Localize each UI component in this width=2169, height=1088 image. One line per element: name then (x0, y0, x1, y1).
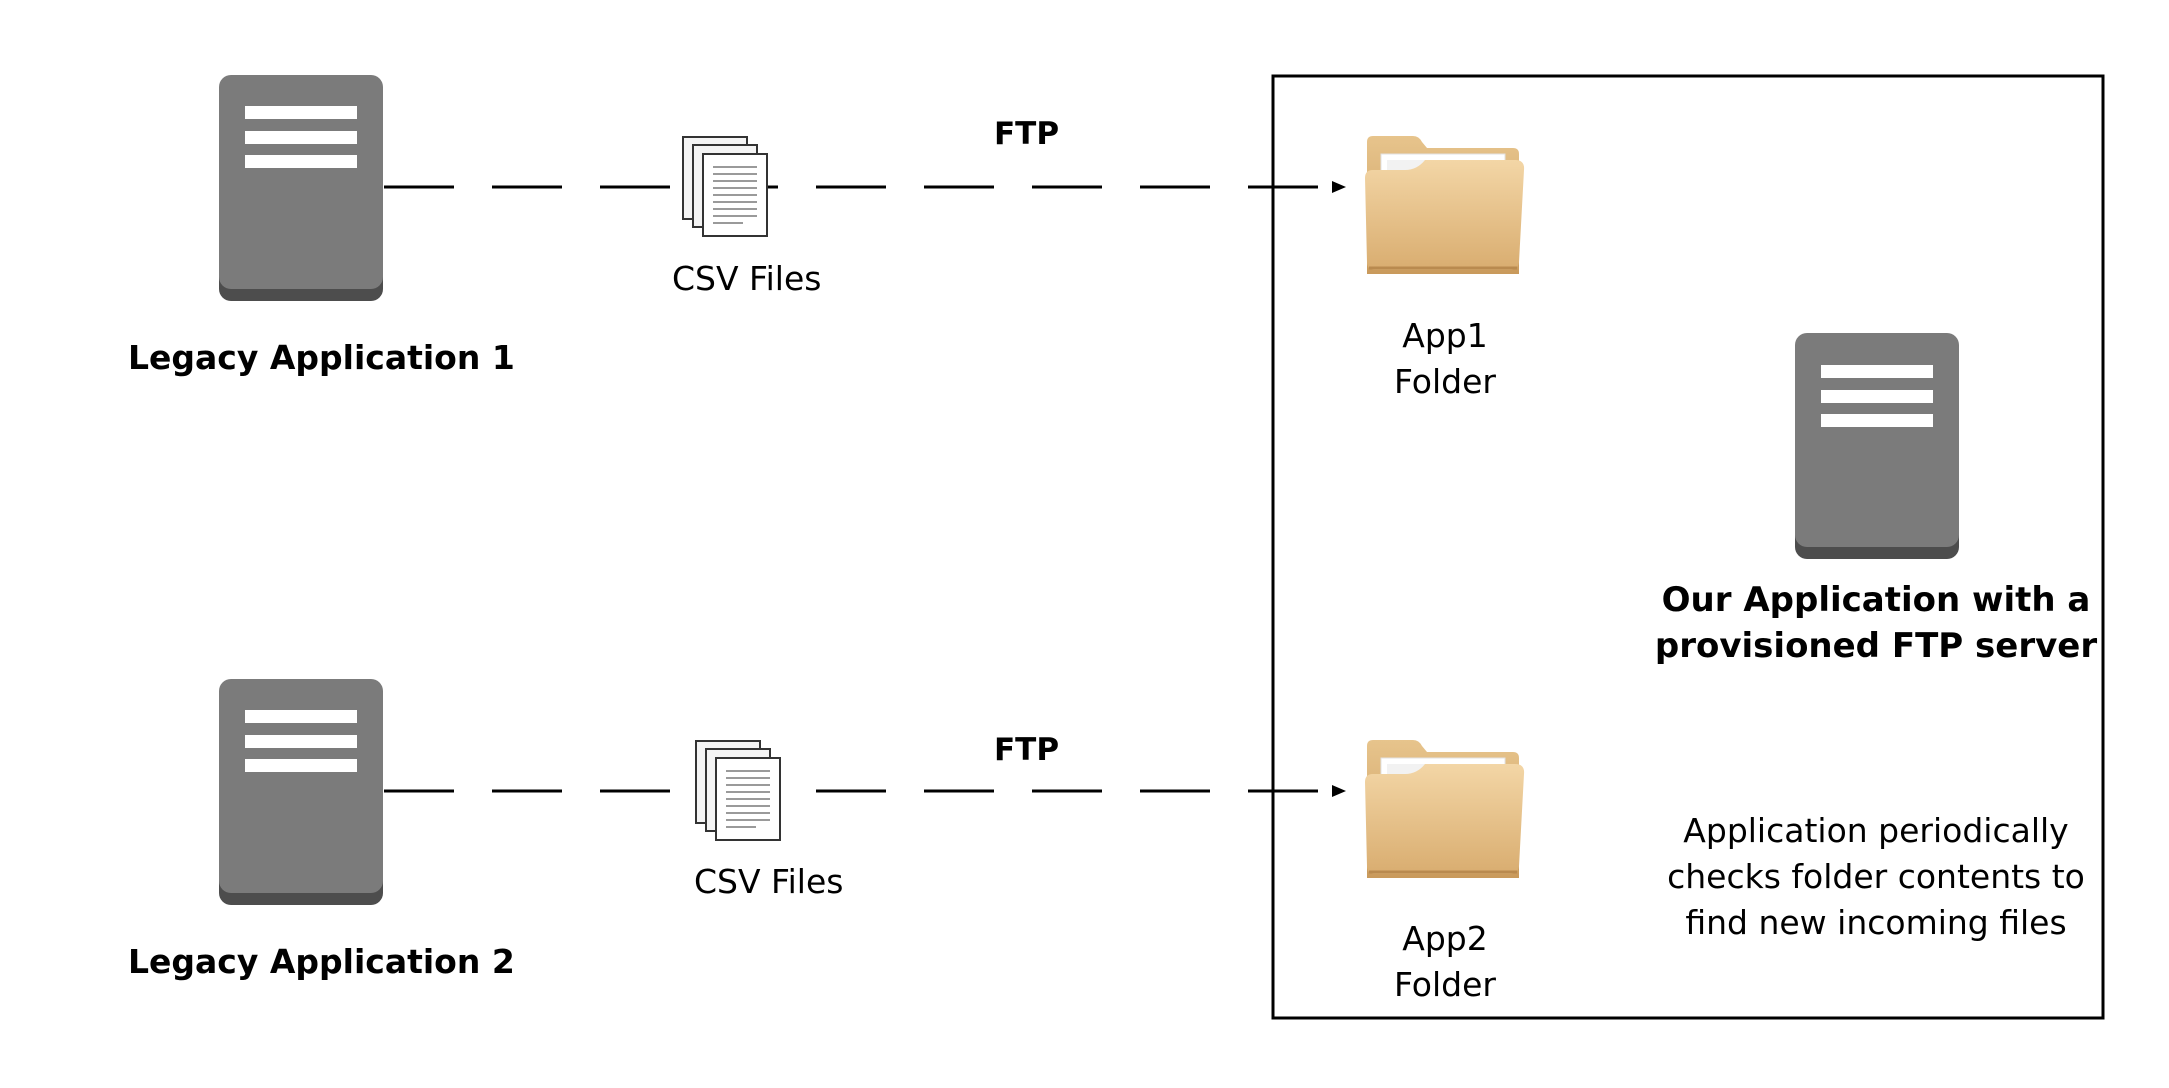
legacy-app-1-label: Legacy Application 1 (128, 338, 515, 377)
folder-icon (1365, 136, 1525, 274)
ftp-label-1: FTP (994, 116, 1060, 152)
app1-folder-label-line2: Folder (1394, 362, 1496, 401)
csv-files-2-label: CSV Files (694, 862, 844, 901)
documents-icon (695, 740, 781, 841)
server-icon (219, 679, 383, 905)
app1-folder-label-line1: App1 (1402, 316, 1488, 355)
our-application-label-line2: provisioned FTP server (1654, 626, 2098, 666)
application-boundary (1271, 74, 2105, 1020)
polling-note: Application periodically checks folder c… (1656, 808, 2096, 946)
polling-note-line1: Application periodically (1683, 811, 2069, 850)
server-icon (1795, 333, 1959, 559)
polling-note-line3: find new incoming files (1685, 903, 2067, 942)
our-application-label-line1: Our Application with a (1661, 580, 2091, 620)
server-icon (219, 75, 383, 301)
app2-folder-label: App2 Folder (1325, 916, 1565, 1008)
csv-files-1-label: CSV Files (672, 259, 822, 298)
polling-note-line2: checks folder contents to (1667, 857, 2085, 896)
ftp-label-2: FTP (994, 732, 1060, 768)
our-application-label: Our Application with a provisioned FTP s… (1646, 577, 2106, 669)
app2-folder-label-line2: Folder (1394, 965, 1496, 1004)
documents-icon (682, 136, 768, 237)
folder-icon (1365, 740, 1525, 878)
legacy-app-2-label: Legacy Application 2 (128, 942, 515, 981)
app1-folder-label: App1 Folder (1325, 313, 1565, 405)
app2-folder-label-line1: App2 (1402, 919, 1488, 958)
